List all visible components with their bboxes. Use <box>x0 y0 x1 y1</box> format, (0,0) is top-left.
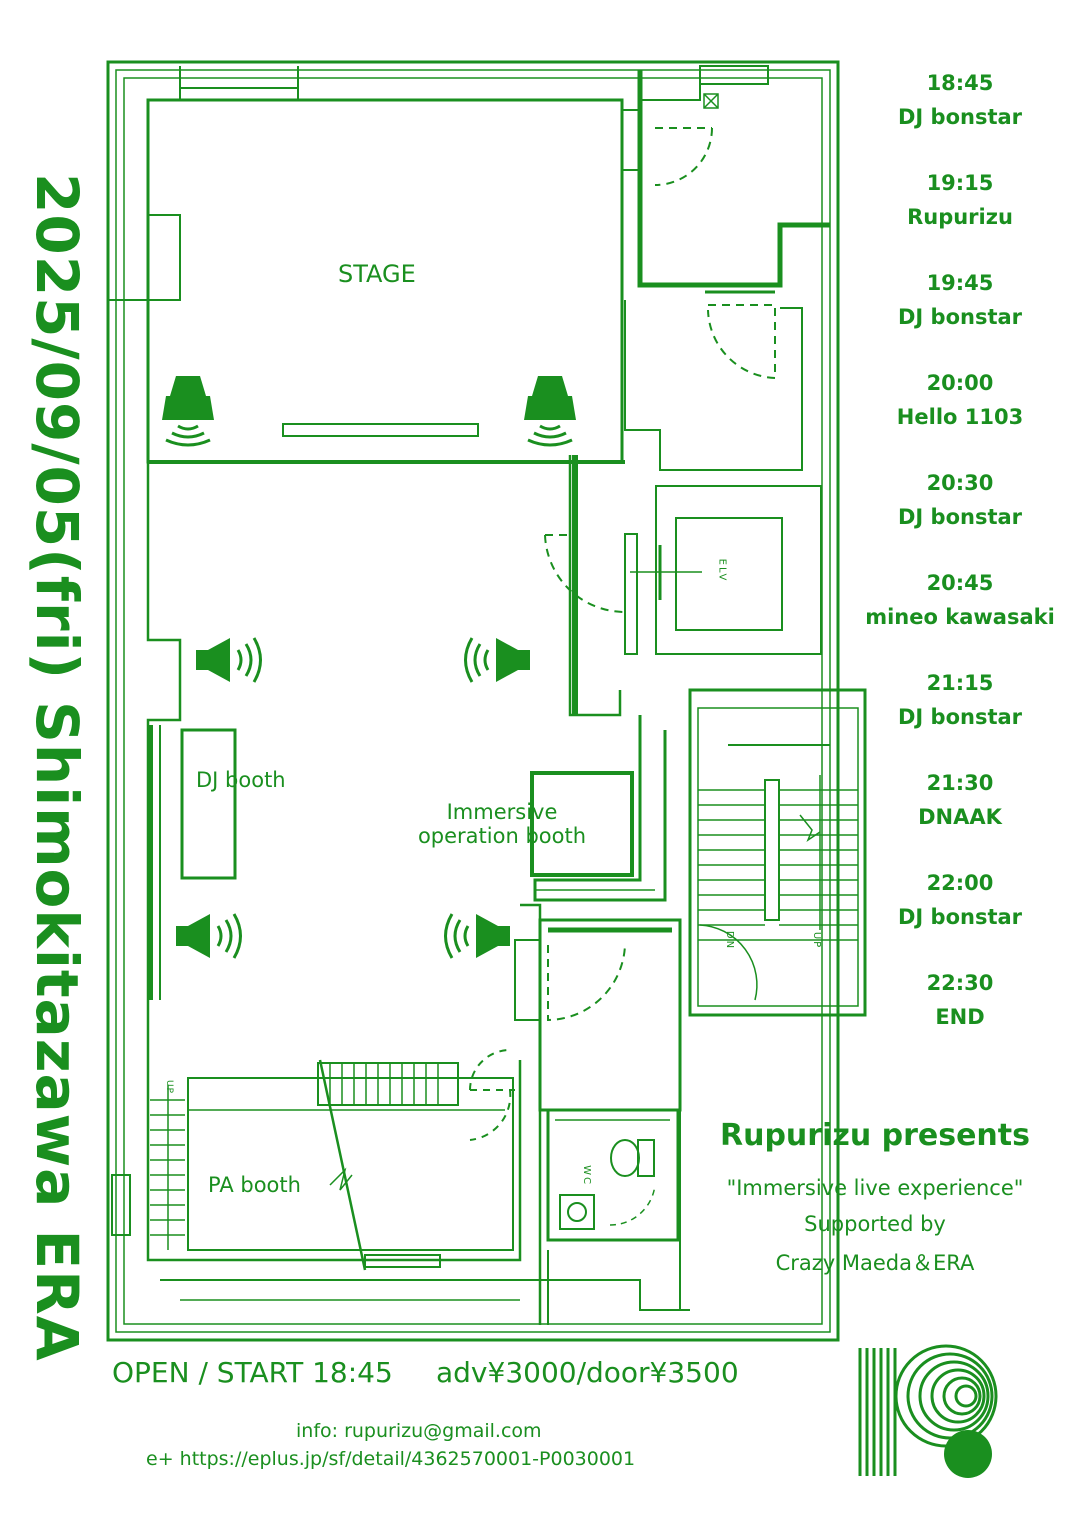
immersive-booth-label: Immersive operation booth <box>417 800 587 848</box>
timetable-act: DJ bonstar <box>897 505 1023 529</box>
timetable-act: DJ bonstar <box>897 105 1023 129</box>
timetable-entry: 22:30 END <box>860 966 1060 1034</box>
timetable-time: 19:45 <box>926 271 994 295</box>
timetable-time: 21:30 <box>926 771 994 795</box>
presents-subtitle: "Immersive live experience" <box>726 1176 1024 1200</box>
immersive-booth-line2: operation booth <box>417 824 587 848</box>
wc-label: WC <box>580 1165 592 1186</box>
timetable-entry: 20:45 mineo kawasaki <box>860 566 1060 634</box>
timetable-entry: 19:45 DJ bonstar <box>860 266 1060 334</box>
timetable-entry: 21:30 DNAAK <box>860 766 1060 834</box>
timetable-act: mineo kawasaki <box>865 605 1055 629</box>
info-email: info: rupurizu@gmail.com <box>296 1420 542 1442</box>
timetable-act: END <box>935 1005 985 1029</box>
supported-by-label: Supported by <box>804 1212 946 1236</box>
stage-label: STAGE <box>338 260 416 288</box>
timetable-entry: 21:15 DJ bonstar <box>860 666 1060 734</box>
timetable-time: 21:15 <box>926 671 994 695</box>
timetable-act: DJ bonstar <box>897 705 1023 729</box>
timetable-time: 20:00 <box>926 371 994 395</box>
pa-booth-label: PA booth <box>208 1173 301 1197</box>
timetable-entry: 22:00 DJ bonstar <box>860 866 1060 934</box>
open-start-time: OPEN / START 18:45 <box>112 1356 393 1389</box>
timetable-act: Hello 1103 <box>896 405 1024 429</box>
timetable-entry: 20:00 Hello 1103 <box>860 366 1060 434</box>
rupurizu-logo-icon <box>858 1344 998 1478</box>
timetable-time: 20:30 <box>926 471 994 495</box>
event-title-vertical: 2025/09/05(fri) Shimokitazawa ERA <box>12 72 102 1462</box>
timetable-time: 19:15 <box>926 171 994 195</box>
small-stairs-up-label: UP <box>164 1079 175 1095</box>
timetable-entry: 20:30 DJ bonstar <box>860 466 1060 534</box>
timetable-act: DJ bonstar <box>897 905 1023 929</box>
supporters: Crazy Maeda＆ERA <box>775 1251 975 1275</box>
stairs-down-label: DN <box>724 930 736 951</box>
event-title-text: 2025/09/05(fri) Shimokitazawa ERA <box>23 172 91 1362</box>
timetable-act: Rupurizu <box>907 205 1013 229</box>
timetable-entry: 19:15 Rupurizu <box>860 166 1060 234</box>
timetable-act: DNAAK <box>918 805 1002 829</box>
dj-booth-label: DJ booth <box>196 768 286 792</box>
timetable-time: 18:45 <box>926 71 994 95</box>
stairs-up-label: UP <box>811 931 823 950</box>
timetable-entry: 18:45 DJ bonstar <box>860 66 1060 134</box>
timetable-act: DJ bonstar <box>897 305 1023 329</box>
eplus-url: e+ https://eplus.jp/sf/detail/4362570001… <box>146 1448 636 1470</box>
timetable-time: 20:45 <box>926 571 994 595</box>
timetable-time: 22:00 <box>926 871 994 895</box>
ticket-price: adv¥3000/door¥3500 <box>436 1356 739 1389</box>
elevator-label: ELV <box>716 558 728 583</box>
immersive-booth-line1: Immersive <box>446 800 558 824</box>
timetable-time: 22:30 <box>926 971 994 995</box>
presents-heading: Rupurizu presents <box>719 1118 1030 1153</box>
